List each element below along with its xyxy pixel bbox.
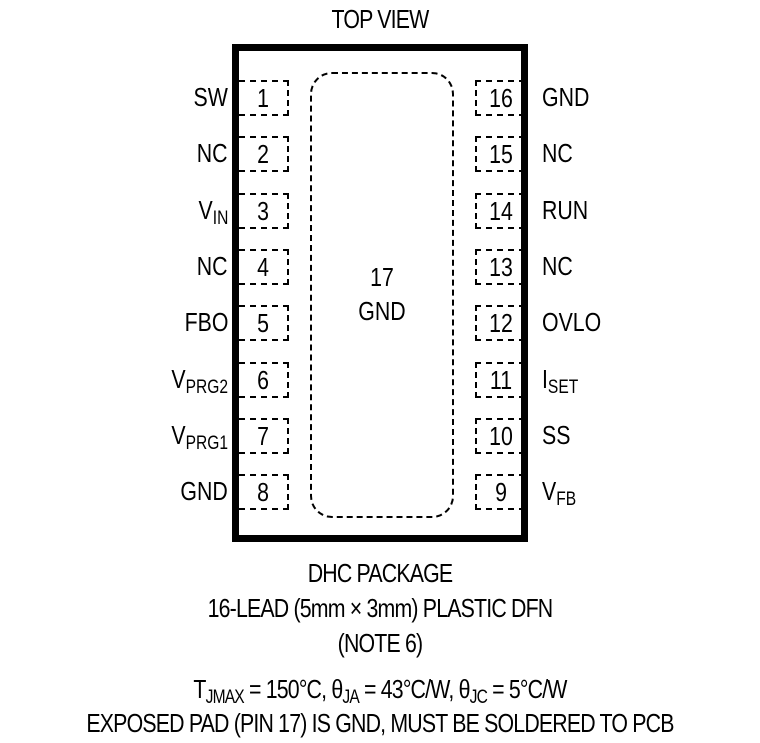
pin-label-5: FBO	[184, 307, 228, 338]
pin-number: 6	[257, 364, 269, 395]
pin-number: 8	[257, 477, 269, 508]
pin-label-12: OVLO	[542, 307, 602, 338]
pin-9: 9	[475, 474, 525, 511]
package-name: DHC PACKAGE	[307, 558, 453, 588]
package-body	[232, 44, 528, 542]
pin-label-6: VPRG2	[171, 363, 228, 398]
pin-number: 9	[495, 477, 507, 508]
pin-5: 5	[239, 305, 289, 342]
pin-2: 2	[239, 136, 289, 173]
pin-label-10: SS	[542, 419, 571, 450]
exposed-pad-name: GND	[358, 296, 406, 326]
pin-15: 15	[475, 136, 525, 173]
view-title: TOP VIEW	[331, 4, 430, 34]
pin-10: 10	[475, 417, 525, 454]
pin-16: 16	[475, 80, 525, 116]
pin-label-14: RUN	[542, 194, 589, 225]
pin-number: 7	[257, 420, 269, 451]
pin-3: 3	[239, 192, 289, 229]
pin-label-16: GND	[542, 82, 590, 112]
exposed-pad	[310, 72, 454, 518]
pin-label-15: NC	[542, 138, 573, 169]
pin-number: 1	[257, 83, 269, 113]
pin-number: 2	[257, 139, 269, 170]
pin-label-1: SW	[193, 82, 228, 112]
package-description: 16-LEAD (5mm × 3mm) PLASTIC DFN	[207, 593, 554, 623]
pin-12: 12	[475, 305, 525, 342]
pin-number: 10	[489, 420, 513, 451]
pin-label-8: GND	[180, 476, 228, 507]
pin-number: 4	[257, 251, 269, 282]
exposed-pad-note: EXPOSED PAD (PIN 17) IS GND, MUST BE SOL…	[86, 708, 674, 738]
pin-label-9: VFB	[542, 476, 577, 511]
thermal-specs: TJMAX = 150°C, θJA = 43°C/W, θJC = 5°C/W	[193, 674, 567, 708]
pin-11: 11	[475, 361, 525, 398]
pin-number: 13	[489, 251, 513, 282]
pin-label-7: VPRG1	[171, 419, 228, 454]
pin-14: 14	[475, 192, 525, 229]
pin-number: 16	[489, 83, 513, 113]
pin-number: 11	[489, 364, 513, 395]
pin-number: 12	[489, 308, 513, 339]
pin-4: 4	[239, 248, 289, 285]
pin-number: 15	[489, 139, 513, 170]
pin-13: 13	[475, 248, 525, 285]
pin-7: 7	[239, 417, 289, 454]
pin-label-4: NC	[197, 250, 228, 281]
pin-label-3: VIN	[198, 194, 228, 229]
package-note: (NOTE 6)	[337, 628, 423, 658]
exposed-pad-number: 17	[370, 262, 394, 292]
pin-number: 14	[489, 195, 513, 226]
pin-8: 8	[239, 474, 289, 511]
pin-label-13: NC	[542, 250, 573, 281]
pin-number: 5	[257, 308, 269, 339]
pin-6: 6	[239, 361, 289, 398]
pin-label-2: NC	[197, 138, 228, 169]
pin-number: 3	[257, 195, 269, 226]
pin-1: 1	[239, 80, 289, 116]
pin-label-11: ISET	[542, 363, 579, 398]
